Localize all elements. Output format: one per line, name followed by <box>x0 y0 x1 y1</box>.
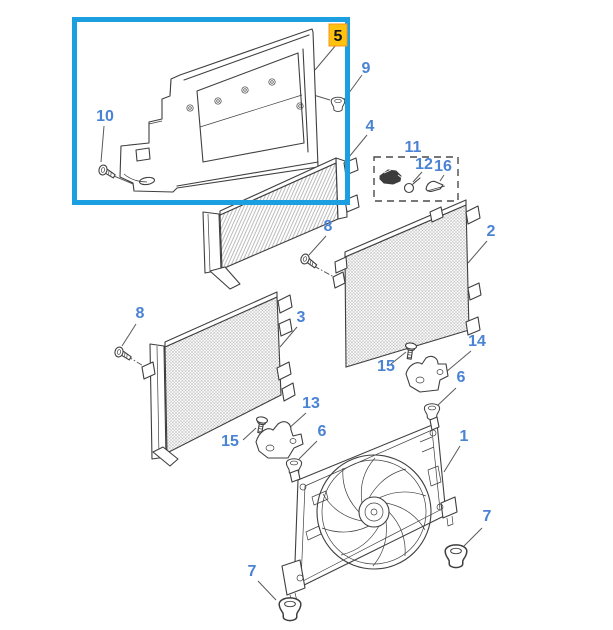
part-screw-15-right[interactable] <box>403 341 418 361</box>
part-grommet-7-left[interactable] <box>278 597 302 622</box>
part-bracket-14[interactable] <box>405 355 449 393</box>
callout-11[interactable]: 11 <box>405 139 422 156</box>
callout-3[interactable]: 3 <box>297 309 306 326</box>
callout-6-right[interactable]: 6 <box>457 369 466 386</box>
callout-12[interactable]: 12 <box>415 156 433 173</box>
part-screw-8-left[interactable] <box>113 345 134 361</box>
callout-2[interactable]: 2 <box>487 223 496 240</box>
part-clip-16[interactable] <box>425 180 446 192</box>
callout-10[interactable]: 10 <box>96 108 114 125</box>
callout-6-middle[interactable]: 6 <box>318 423 327 440</box>
part-condenser-2[interactable] <box>332 199 482 368</box>
callout-5[interactable]: 5 <box>334 28 343 45</box>
callout-8-upper[interactable]: 8 <box>324 218 333 235</box>
part-sensor-11[interactable] <box>379 169 403 185</box>
part-grommet-9[interactable] <box>330 96 346 112</box>
highlight-box <box>72 17 350 205</box>
hardware-kit-box <box>373 156 459 202</box>
part-screw-8-upper[interactable] <box>298 252 320 269</box>
part-fan-module-1[interactable] <box>281 416 458 604</box>
callout-9[interactable]: 9 <box>362 60 371 77</box>
callout-15-lower[interactable]: 15 <box>221 433 239 450</box>
callout-14[interactable]: 14 <box>468 333 486 350</box>
callout-13[interactable]: 13 <box>302 395 320 412</box>
callout-7-right[interactable]: 7 <box>483 508 492 525</box>
part-air-baffle-5[interactable] <box>119 28 319 193</box>
callout-4[interactable]: 4 <box>366 118 375 135</box>
callout-15-right[interactable]: 15 <box>377 358 395 375</box>
selected-callout-badge <box>328 23 348 47</box>
part-bracket-13[interactable] <box>255 421 304 459</box>
part-condenser-3[interactable] <box>141 291 296 467</box>
callout-16[interactable]: 16 <box>434 158 452 175</box>
callout-1[interactable]: 1 <box>460 428 469 445</box>
part-grommet-7-right[interactable] <box>444 544 468 569</box>
part-screw-10[interactable] <box>97 163 118 179</box>
callout-8-left[interactable]: 8 <box>136 305 145 322</box>
part-seal-12[interactable] <box>403 177 421 194</box>
callout-7-left[interactable]: 7 <box>248 563 257 580</box>
